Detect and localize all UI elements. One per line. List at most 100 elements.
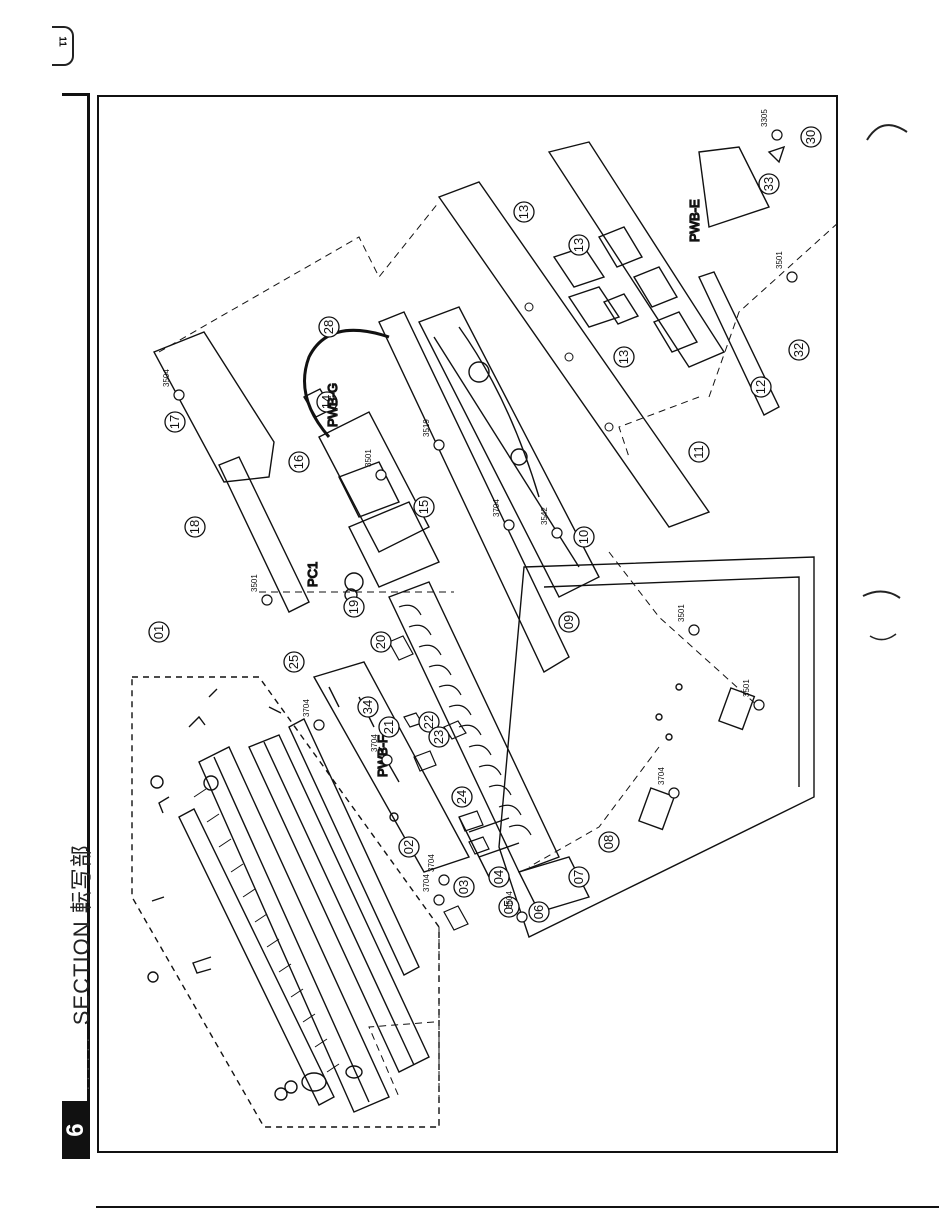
section-number: 6	[62, 1101, 90, 1159]
screw-3501: 3501	[775, 251, 797, 282]
svg-text:24: 24	[454, 790, 469, 804]
svg-text:18: 18	[187, 520, 202, 534]
callout-28: 28	[319, 317, 339, 337]
part-18-guide	[219, 457, 309, 612]
svg-text:15: 15	[416, 500, 431, 514]
main-frame-10	[419, 307, 599, 597]
part-09-plate	[379, 312, 569, 672]
svg-text:02: 02	[401, 840, 416, 854]
svg-text:3704: 3704	[492, 499, 501, 517]
screw-3501: 3501	[677, 604, 699, 635]
callout-02: 02	[399, 837, 419, 857]
screw-3504: 3504	[162, 369, 184, 400]
svg-text:20: 20	[373, 635, 388, 649]
svg-text:34: 34	[360, 700, 375, 714]
page-number-tab: 11	[52, 26, 74, 66]
callout-19: 19	[344, 597, 364, 617]
part-33-bracket	[699, 147, 769, 227]
screw-3501: 3501	[364, 449, 386, 480]
screw-3704: 3704	[302, 699, 324, 730]
screw-3704: 3704	[657, 767, 679, 798]
callout-34: 34	[358, 697, 378, 717]
callout-03: 03	[454, 877, 474, 897]
svg-text:17: 17	[167, 415, 182, 429]
svg-text:07: 07	[571, 870, 586, 884]
pwb-f-board	[314, 662, 469, 872]
board-label-pwb-e: PWB-E	[687, 199, 702, 242]
svg-text:06: 06	[531, 905, 546, 919]
svg-text:3704: 3704	[302, 699, 311, 717]
svg-text:3542: 3542	[540, 507, 549, 525]
svg-text:03: 03	[456, 880, 471, 894]
sheet-13c	[604, 294, 638, 324]
callout-11: 11	[689, 442, 709, 462]
section-title-prefix: ......	[77, 1032, 92, 1090]
section-title-text: SECTION 転写部	[69, 844, 94, 1025]
callout-10: 10	[574, 527, 594, 547]
screw-3519: 3519	[422, 419, 444, 450]
svg-text:13: 13	[616, 350, 631, 364]
callout-13: 13	[514, 202, 534, 222]
svg-text:3704: 3704	[657, 767, 666, 785]
exploded-view-frame: 0102030405060708091011121313131415161718…	[97, 95, 838, 1153]
board-label-pwb-g: PWB-G	[325, 383, 340, 427]
svg-text:3501: 3501	[742, 679, 751, 697]
svg-text:3501: 3501	[364, 449, 373, 467]
section-title: ...... SECTION 転写部	[64, 670, 90, 1090]
svg-text:04: 04	[491, 870, 506, 884]
callout-17: 17	[165, 412, 185, 432]
svg-text:09: 09	[561, 615, 576, 629]
callout-01: 01	[149, 622, 169, 642]
callout-21: 21	[379, 717, 399, 737]
svg-text:3704: 3704	[422, 874, 431, 892]
svg-text:19: 19	[346, 600, 361, 614]
section-badge: 6	[62, 1101, 90, 1159]
svg-text:3519: 3519	[422, 419, 431, 437]
svg-text:32: 32	[791, 343, 806, 357]
callout-16: 16	[289, 452, 309, 472]
svg-text:13: 13	[516, 205, 531, 219]
callout-06: 06	[529, 902, 549, 922]
callout-23: 23	[429, 727, 449, 747]
svg-text:21: 21	[381, 720, 396, 734]
svg-text:12: 12	[753, 380, 768, 394]
svg-text:3704: 3704	[370, 734, 379, 752]
svg-text:28: 28	[321, 320, 336, 334]
svg-text:25: 25	[286, 655, 301, 669]
svg-text:16: 16	[291, 455, 306, 469]
callout-18: 18	[185, 517, 205, 537]
svg-text:3305: 3305	[760, 109, 769, 127]
punch-hole-mark-top	[862, 110, 912, 150]
footer-rule	[96, 1206, 939, 1208]
part-30-clip	[769, 147, 784, 162]
callout-32: 32	[789, 340, 809, 360]
callout-08: 08	[599, 832, 619, 852]
svg-text:23: 23	[431, 730, 446, 744]
svg-text:33: 33	[761, 177, 776, 191]
svg-text:3704: 3704	[427, 854, 436, 872]
svg-text:3504: 3504	[505, 891, 514, 909]
svg-text:08: 08	[601, 835, 616, 849]
svg-text:22: 22	[421, 715, 436, 729]
part-11-side-plate	[439, 182, 709, 527]
callout-13: 13	[569, 235, 589, 255]
callout-04: 04	[489, 867, 509, 887]
svg-text:3501: 3501	[775, 251, 784, 269]
callout-24: 24	[452, 787, 472, 807]
part-17-cover	[154, 332, 274, 482]
callout-13: 13	[614, 347, 634, 367]
cable-28	[305, 330, 390, 437]
callout-20: 20	[371, 632, 391, 652]
svg-text:13: 13	[571, 238, 586, 252]
svg-text:11: 11	[691, 445, 706, 459]
callout-30: 30	[801, 127, 821, 147]
svg-text:3501: 3501	[677, 604, 686, 622]
svg-text:3501: 3501	[250, 574, 259, 592]
callout-07: 07	[569, 867, 589, 887]
exploded-view-diagram: 0102030405060708091011121313131415161718…	[99, 97, 836, 1151]
screw-3501: 3501	[742, 679, 764, 710]
callout-25: 25	[284, 652, 304, 672]
callout-15: 15	[414, 497, 434, 517]
svg-text:3504: 3504	[162, 369, 171, 387]
